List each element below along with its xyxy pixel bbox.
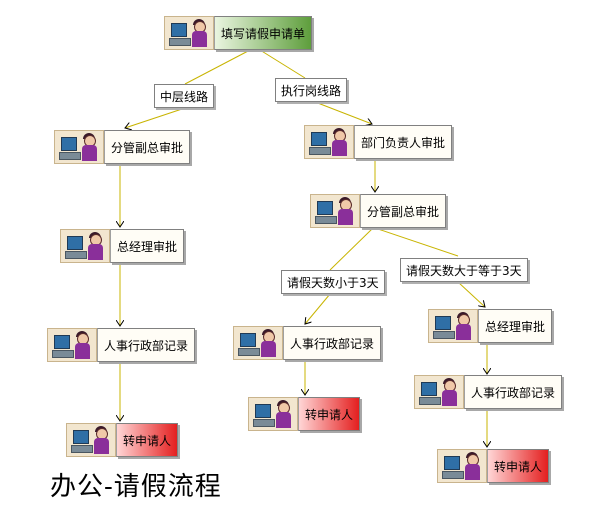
node-label: 部门负责人审批 <box>354 125 453 159</box>
person-at-computer-icon <box>304 125 354 159</box>
node-label: 人事行政部记录 <box>283 326 382 360</box>
person-at-computer-icon <box>428 309 478 343</box>
connector-vicegm-to-lt3 <box>329 228 373 271</box>
node-label: 分管副总审批 <box>360 194 447 228</box>
connector-top-to-middle <box>184 49 251 85</box>
person-at-computer-icon <box>310 194 360 228</box>
node-label: 分管副总审批 <box>104 130 191 164</box>
hr-record-mid-node[interactable]: 人事行政部记录 <box>233 326 382 360</box>
node-label: 人事行政部记录 <box>97 328 196 362</box>
node-label: 填写请假申请单 <box>214 16 313 50</box>
connector-lt3-to-hr <box>305 293 331 324</box>
connector-middle-to-vicegm <box>125 107 186 128</box>
forward-to-applicant-right-node[interactable]: 转申请人 <box>437 449 550 483</box>
connector-exec-to-dept <box>309 99 372 124</box>
gm-approval-right-node[interactable]: 总经理审批 <box>428 309 553 343</box>
person-at-computer-icon <box>60 229 110 263</box>
hr-record-right-node[interactable]: 人事行政部记录 <box>414 375 563 409</box>
person-at-computer-icon <box>437 449 487 483</box>
person-at-computer-icon <box>164 16 214 50</box>
condition-ge-3-days[interactable]: 请假天数大于等于3天 <box>400 258 528 282</box>
person-at-computer-icon <box>248 397 298 431</box>
node-label: 总经理审批 <box>478 309 553 343</box>
connector-vicegm-to-ge3 <box>377 228 459 257</box>
node-label: 转申请人 <box>487 449 550 483</box>
condition-less-than-3-days[interactable]: 请假天数小于3天 <box>281 270 385 294</box>
forward-to-applicant-left-node[interactable]: 转申请人 <box>66 423 179 457</box>
person-at-computer-icon <box>66 423 116 457</box>
forward-to-applicant-mid-node[interactable]: 转申请人 <box>248 397 361 431</box>
person-at-computer-icon <box>54 130 104 164</box>
diagram-title: 办公-请假流程 <box>50 472 222 502</box>
hr-record-left-node[interactable]: 人事行政部记录 <box>47 328 196 362</box>
connector-ge3-to-gm <box>457 281 485 307</box>
connector-top-to-exec <box>259 49 306 79</box>
gm-approval-left-node[interactable]: 总经理审批 <box>60 229 185 263</box>
node-label: 总经理审批 <box>110 229 185 263</box>
vice-gm-approval-left-node[interactable]: 分管副总审批 <box>54 130 191 164</box>
person-at-computer-icon <box>233 326 283 360</box>
node-label: 转申请人 <box>116 423 179 457</box>
person-at-computer-icon <box>414 375 464 409</box>
condition-exec-route[interactable]: 执行岗线路 <box>275 78 348 102</box>
person-at-computer-icon <box>47 328 97 362</box>
vice-gm-approval-right-node[interactable]: 分管副总审批 <box>310 194 447 228</box>
dept-head-approval-node[interactable]: 部门负责人审批 <box>304 125 453 159</box>
node-label: 转申请人 <box>298 397 361 431</box>
fill-request-node[interactable]: 填写请假申请单 <box>164 16 313 50</box>
condition-middle-route[interactable]: 中层线路 <box>154 84 215 108</box>
node-label: 人事行政部记录 <box>464 375 563 409</box>
